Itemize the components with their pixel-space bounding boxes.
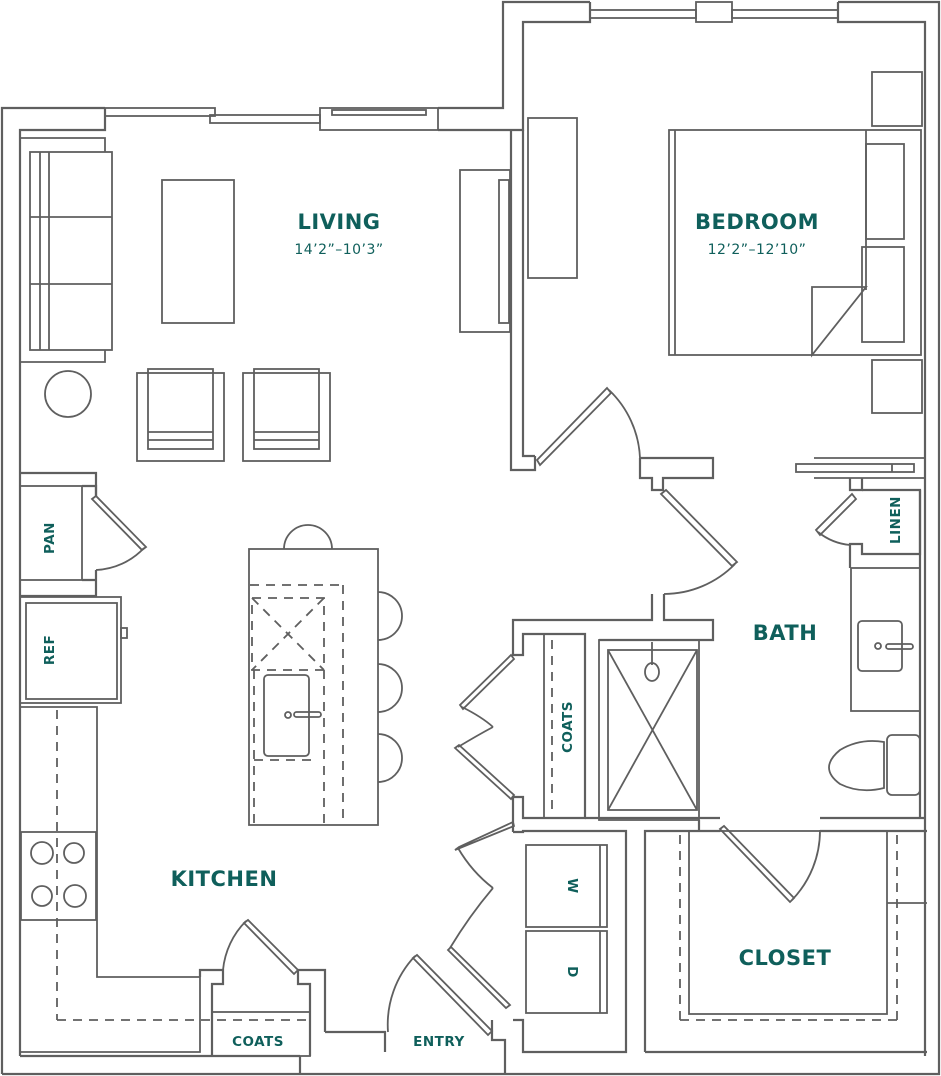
bedroom-door[interactable] xyxy=(535,386,715,492)
hall-coats-label: COATS xyxy=(560,701,576,753)
linen-label: LINEN xyxy=(888,496,904,544)
entry-area: ENTRY xyxy=(298,968,507,1074)
kitchen-island xyxy=(248,548,379,826)
living-bedroom-wall xyxy=(509,130,537,472)
island-sink xyxy=(263,674,310,757)
bath-faucet xyxy=(874,642,882,650)
stool-top xyxy=(283,524,333,550)
armchair-left xyxy=(136,368,225,462)
nightstand-bottom xyxy=(871,359,923,414)
nightstand-top xyxy=(871,71,923,127)
sofa xyxy=(20,137,113,363)
entry-door[interactable] xyxy=(386,953,494,1037)
kitchen-counter xyxy=(20,706,310,1053)
stool-1 xyxy=(377,591,403,641)
washer xyxy=(525,844,608,928)
walk-in-closet: CLOSET xyxy=(643,829,927,1054)
bedroom: BEDROOM 12’2”–12’10” xyxy=(527,71,923,414)
entry-coats-label: COATS xyxy=(232,1034,284,1050)
pantry-label: PAN xyxy=(42,522,58,554)
dryer xyxy=(525,930,608,1014)
side-table xyxy=(44,370,92,418)
bath-label: BATH xyxy=(753,621,818,645)
entry-label: ENTRY xyxy=(413,1034,465,1050)
media-console xyxy=(459,169,511,333)
pillow-top xyxy=(865,143,905,240)
closet-label: CLOSET xyxy=(739,946,832,970)
washer-label: W xyxy=(564,878,580,893)
shower xyxy=(598,639,700,821)
kitchen: PAN REF xyxy=(19,471,403,1053)
stool-3 xyxy=(377,733,403,783)
coffee-table xyxy=(161,179,235,324)
closet-door[interactable] xyxy=(718,824,821,904)
bath-sink xyxy=(857,620,903,672)
pantry: PAN xyxy=(19,471,148,598)
vanity xyxy=(850,567,921,712)
windows xyxy=(104,1,839,131)
bath-door[interactable] xyxy=(511,488,739,642)
island-faucet xyxy=(284,711,292,719)
pillow-bottom xyxy=(861,246,905,343)
bedroom-label: BEDROOM xyxy=(695,210,819,234)
laundry-bifold-door[interactable] xyxy=(446,820,516,1010)
range xyxy=(20,831,97,921)
entry-coats-closet: COATS xyxy=(198,918,312,1057)
kitchen-label: KITCHEN xyxy=(171,867,278,891)
dryer-label: D xyxy=(564,966,580,978)
refrigerator: REF xyxy=(19,596,128,704)
hall-coats-closet: COATS xyxy=(511,632,587,832)
armchair-right xyxy=(242,368,331,462)
bedroom-dimensions: 12’2”–12’10” xyxy=(708,242,807,258)
linen-closet: LINEN xyxy=(814,478,922,568)
living-label: LIVING xyxy=(297,210,380,234)
refrigerator-label: REF xyxy=(42,635,58,665)
bedroom-bath-wall xyxy=(795,457,925,479)
stool-2 xyxy=(377,663,403,713)
laundry: W D xyxy=(513,829,628,1054)
bathroom: BATH xyxy=(598,567,921,821)
living-room: LIVING 14’2”–10’3” xyxy=(20,137,511,462)
living-dimensions: 14’2”–10’3” xyxy=(294,242,383,258)
bed xyxy=(668,129,922,358)
toilet xyxy=(828,734,921,796)
hall-coats-bifold-door[interactable] xyxy=(453,653,516,801)
dresser xyxy=(527,117,578,279)
